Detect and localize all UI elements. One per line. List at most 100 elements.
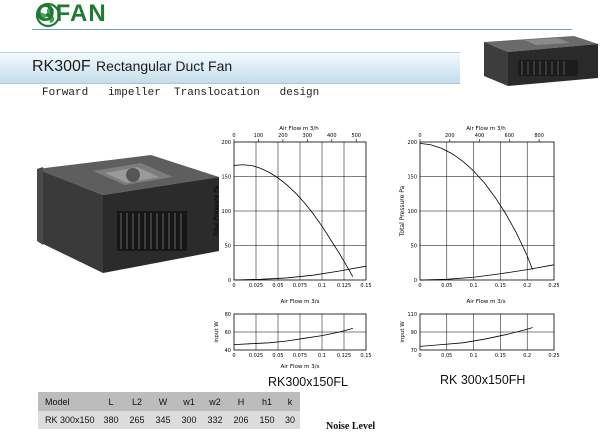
spec-table: Model L L2 W w1 w2 H h1 k RK 300x150 380… [38,392,300,429]
logo-text: OFAN [36,0,107,27]
model-name: Rectangular Duct Fan [96,58,233,74]
y-tick-label: 0 [228,278,231,284]
chart-caption-fl: RK300x150FL [268,375,348,389]
x-axis-label: Air Flow m 3/s [281,299,320,305]
x-tick-label: 0.05 [272,353,283,359]
y-tick-label: 50 [225,244,231,250]
x-axis-label: Air Flow m 3/s [281,364,320,370]
table-row: RK 300x150 380 265 345 300 332 206 150 3… [38,411,300,429]
y-tick-label: 80 [225,312,231,318]
y-tick-label: 100 [221,209,231,215]
table-cell: 380 [98,411,124,429]
x-tick-label: 0.05 [441,283,452,289]
header-cell: Model [38,392,98,411]
x-tick-label: 0.1 [318,283,326,289]
x-tick-label: 0.1 [318,353,326,359]
y-tick-label: 70 [411,348,417,354]
ofan-logo [35,2,61,28]
x-axis-label: Air Flow m 3/s [467,299,506,305]
top-tick-label: 100 [254,133,264,139]
y-tick-label: 150 [407,175,417,181]
x-tick-label: 0.15 [495,283,506,289]
x-tick-label: 0.05 [441,353,452,359]
x-tick-label: 0.15 [495,353,506,359]
series-line [419,327,533,347]
x-tick-label: 0.025 [249,283,263,289]
top-tick-label: 400 [327,133,337,139]
top-tick-label: 0 [232,133,235,139]
x-tick-label: 0 [418,353,421,359]
fan-logo-icon [35,2,61,28]
x-tick-label: 0.15 [360,353,371,359]
pressure-chart-fl: Air Flow m 3/h 0 100 200 300 400 500 0 50 100 15… [213,126,372,305]
top-tick-label: 800 [534,133,544,139]
top-tick-label: 0 [418,133,421,139]
x-tick-label: 0.25 [548,353,559,359]
table-cell: 345 [150,411,176,429]
y-tick-label: 60 [225,330,231,336]
y-axis-label: input W [214,321,220,343]
y-tick-label: 50 [411,244,417,250]
header-rule [32,29,572,30]
x-tick-label: 0.125 [337,353,351,359]
x-tick-label: 0.025 [249,353,263,359]
x-tick-label: 0.25 [548,283,559,289]
header-cell: w2 [202,392,228,411]
header-cell: L2 [124,392,150,411]
top-tick-label: 400 [475,133,485,139]
top-axis-label: Air Flow m 3/h [279,126,319,132]
x-tick-label: 0.1 [470,353,478,359]
table-cell: 30 [280,411,300,429]
top-tick-label: 500 [351,133,361,139]
y-axis-label: Total Pressure Pa [399,185,406,237]
x-tick-label: 0 [232,283,235,289]
series-line [233,265,367,281]
header-cell: H [228,392,254,411]
x-tick-label: 0.075 [293,353,307,359]
x-tick-label: 0.2 [523,353,531,359]
series-line [233,328,353,345]
y-axis-label: Total Pressure Pa [213,185,220,237]
top-tick-label: 600 [505,133,515,139]
series-line [419,264,555,281]
y-tick-label: 90 [411,330,417,336]
y-tick-label: 100 [407,209,417,215]
y-tick-label: 40 [225,348,231,354]
y-tick-label: 200 [221,140,231,146]
header-cell: w1 [176,392,202,411]
title-band [0,52,460,84]
x-tick-label: 0.2 [523,283,531,289]
x-tick-label: 0.15 [360,283,371,289]
table-cell: 332 [202,411,228,429]
header-cell: h1 [254,392,280,411]
top-tick-label: 300 [303,133,313,139]
top-tick-label: 200 [445,133,455,139]
power-chart-fl: 40 60 80 0 0.025 0.05 0.075 0.1 0.125 0.15 input… [214,312,372,370]
table-cell: 206 [228,411,254,429]
y-tick-label: 200 [407,140,417,146]
top-tick-label: 200 [278,133,288,139]
table-cell: RK 300x150 [38,411,98,429]
top-axis-label: Air Flow m 3/h [466,126,506,132]
tagline: Forward impeller Translocation design [42,87,320,99]
x-tick-label: 0 [232,353,235,359]
series-line [233,164,354,277]
x-tick-label: 0.075 [293,283,307,289]
header-cell: k [280,392,300,411]
y-tick-label: 0 [414,278,417,284]
x-tick-label: 0.125 [337,283,351,289]
model-code: RK300F [32,58,91,75]
x-tick-label: 0.1 [470,283,478,289]
table-header-row: Model L L2 W w1 w2 H h1 k [38,392,300,411]
y-axis-label: input W [400,321,406,343]
table-cell: 265 [124,411,150,429]
series-line [419,142,533,270]
header-cell: L [98,392,124,411]
x-tick-label: 0.05 [272,283,283,289]
x-tick-label: 0 [418,283,421,289]
table-cell: 150 [254,411,280,429]
y-tick-label: 150 [221,175,231,181]
chart-caption-fh: RK 300x150FH [440,373,526,387]
